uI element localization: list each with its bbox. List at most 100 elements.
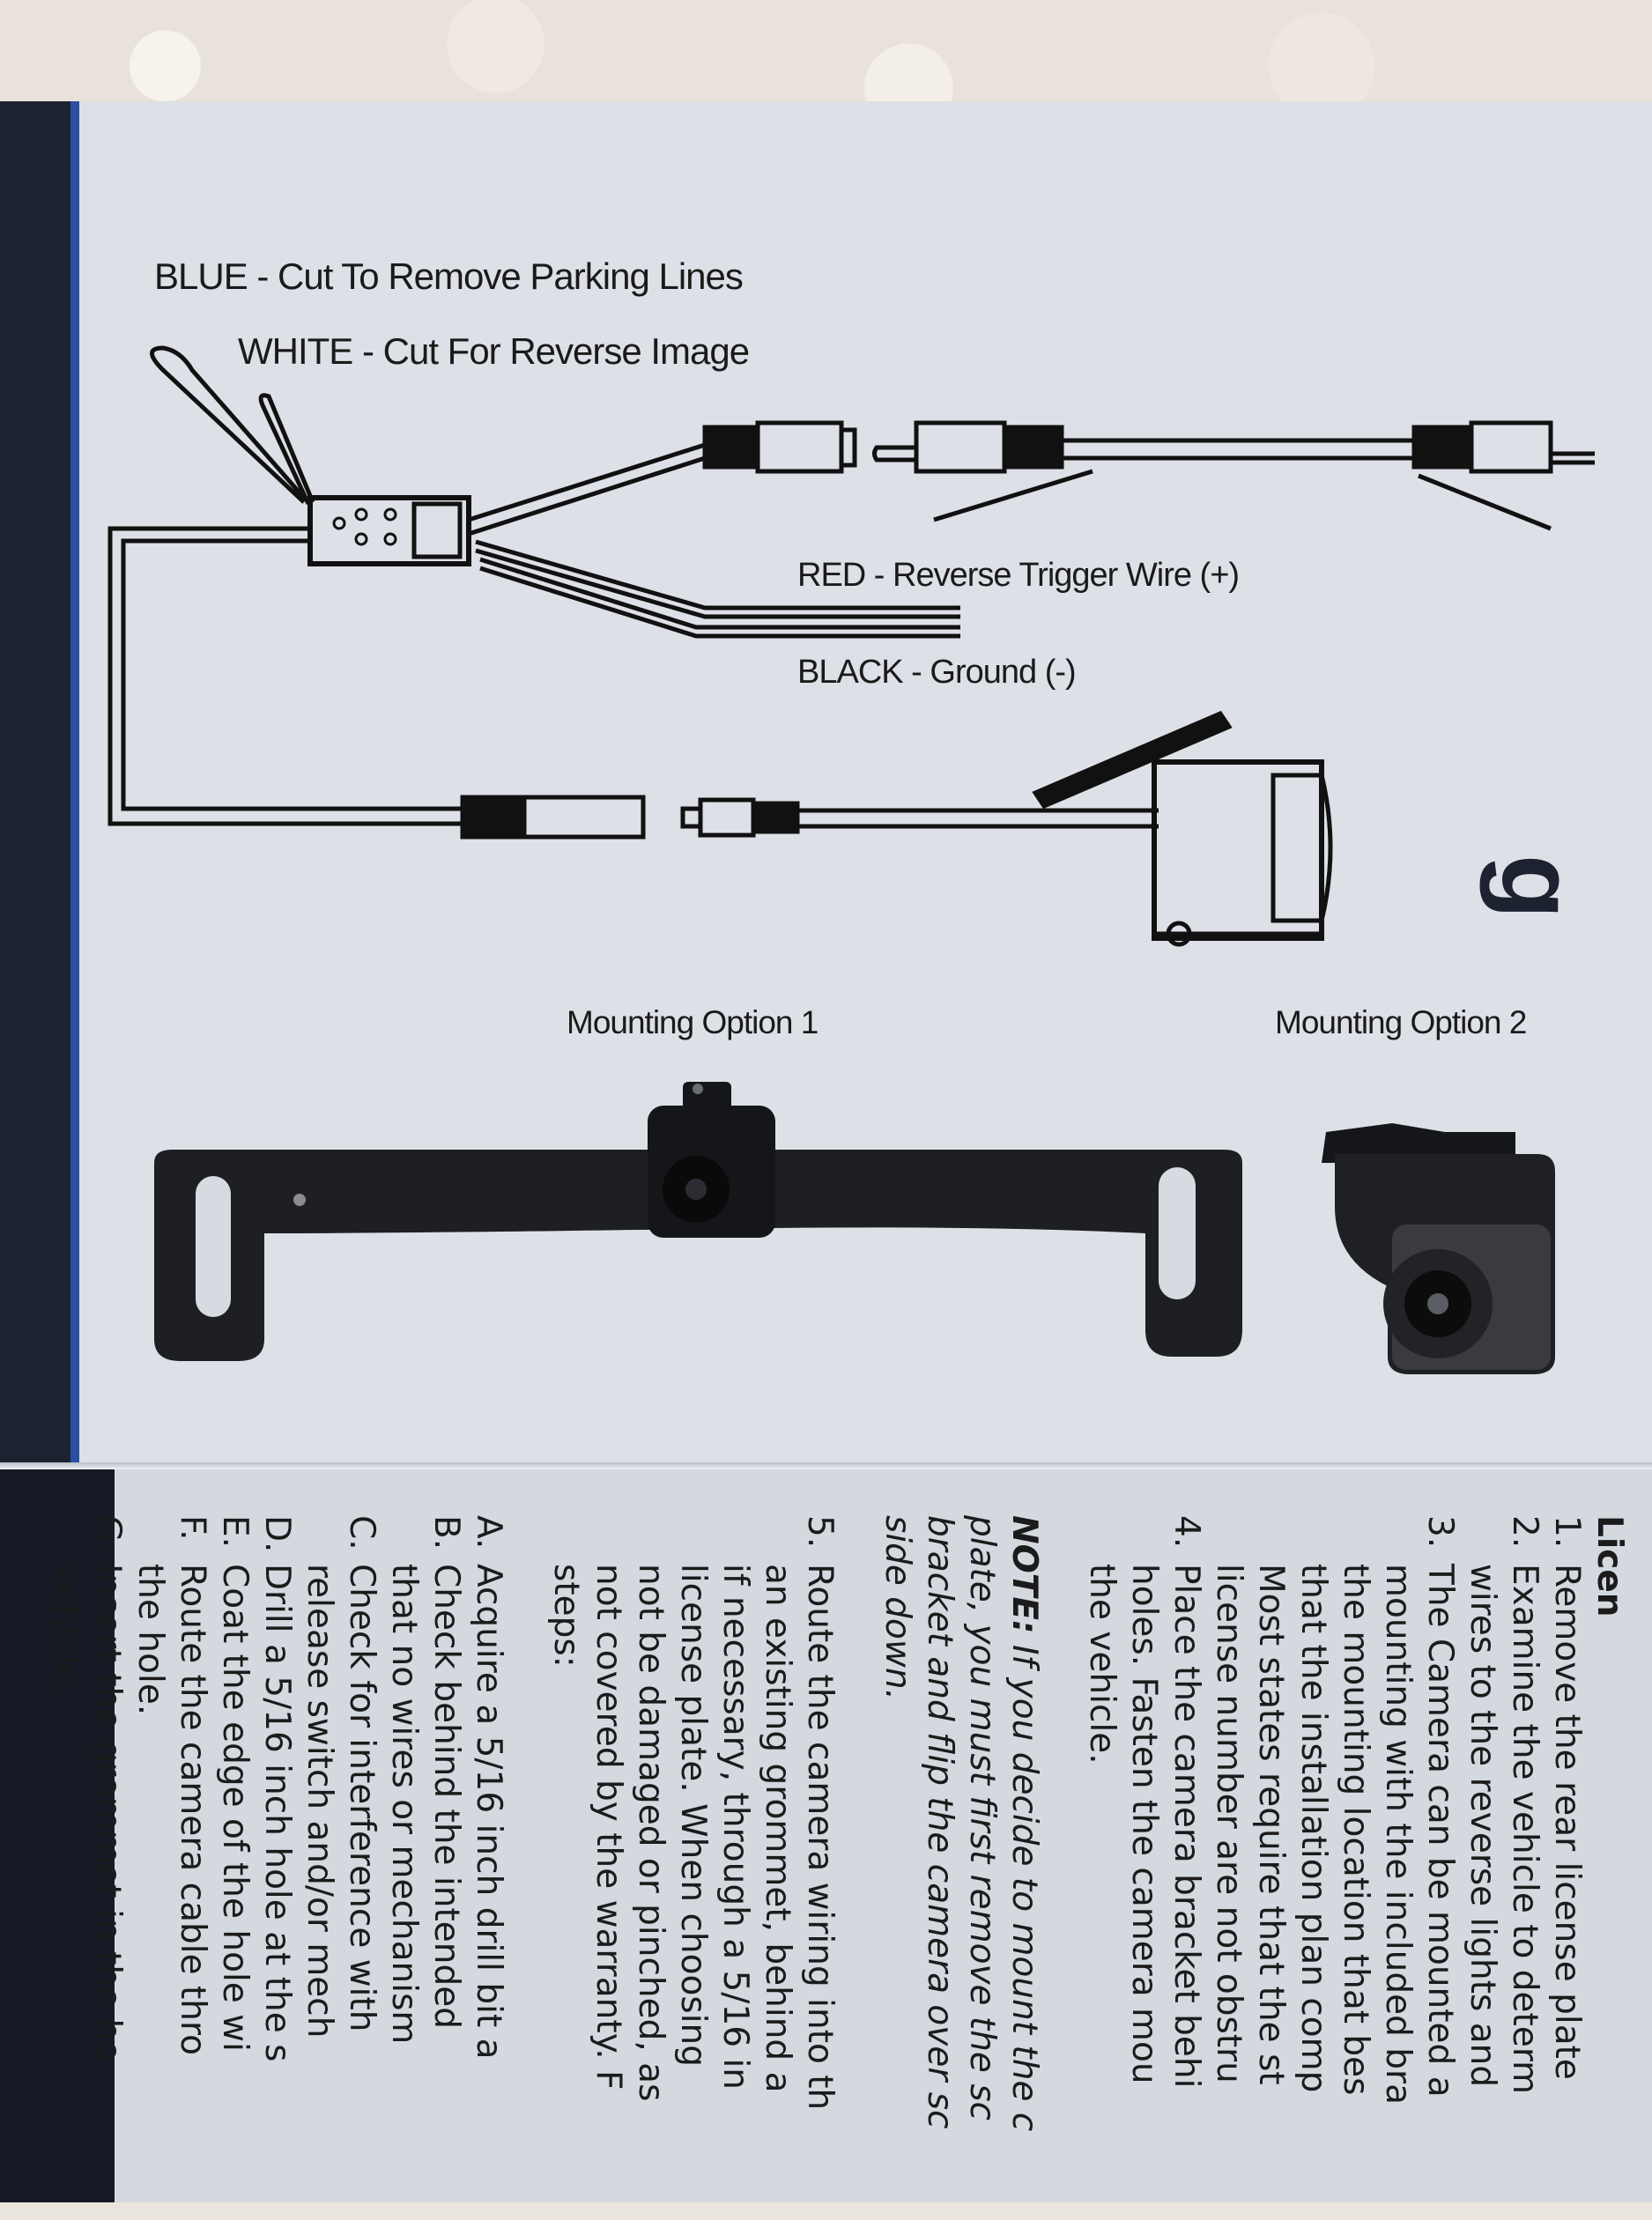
note-text: NOTE: If you decide to mount the c	[1003, 1515, 1045, 2220]
junction-box	[307, 495, 471, 566]
step-line: 4. Place the camera bracket behi	[1165, 1515, 1207, 2220]
step-line: Most states require that the st	[1249, 1515, 1292, 2220]
note-line-1: If you decide to mount the c	[1004, 1645, 1044, 2132]
step5-text: an existing grommet, behind a	[758, 1564, 797, 2093]
substep-line: B. Check behind the intended	[425, 1515, 467, 2220]
substep-text: Route the camera cable thro	[173, 1564, 212, 2056]
substep-line: G. Insert the grommet in the ho	[86, 1515, 129, 2220]
step-line: holes. Fasten the camera mou	[1122, 1515, 1165, 2220]
step-text: mounting with the included bra	[1378, 1564, 1418, 2105]
step-text: that the installation plan comp	[1293, 1564, 1333, 2093]
substep-text: that no wires or mechanism	[384, 1564, 424, 2045]
rca-extension-cable	[872, 420, 1595, 531]
step5-line: not be damaged or pinched, as	[629, 1515, 671, 2220]
substep-line: vehicle.	[44, 1515, 86, 2220]
substep-number: C.	[342, 1515, 382, 1550]
note-line-4: side down.	[878, 1515, 917, 1700]
step5-line: not covered by the warranty. F	[587, 1515, 629, 2220]
paper-fold-line	[0, 1462, 1652, 1469]
step5-text: steps:	[546, 1564, 586, 1668]
substep-text: Drill a 5/16 inch hole at the s	[257, 1564, 297, 2062]
substep-number: F.	[173, 1515, 212, 1541]
substep-text: Check behind the intended	[426, 1564, 466, 2030]
step-text: Examine the vehicle to determ	[1505, 1564, 1545, 2095]
video-cable	[468, 420, 857, 536]
step-number: 4.	[1167, 1515, 1206, 1549]
substep-text: Coat the edge of the hole wi	[215, 1564, 255, 2052]
substep-text: the hole.	[130, 1564, 170, 1716]
step-line: 2. Examine the vehicle to determ	[1503, 1515, 1545, 2220]
power-wires	[475, 539, 960, 639]
step-text: the mounting location that bes	[1336, 1564, 1375, 2096]
substep-text: release switch and/or mech	[300, 1564, 339, 2039]
substep-line: that no wires or mechanism	[382, 1515, 425, 2220]
mounting-option-2-label: Mounting Option 2	[1275, 1004, 1527, 1040]
page-blue-edge	[70, 101, 79, 1467]
substep-number: A.	[469, 1515, 508, 1550]
step-text: The Camera can be mounted a	[1420, 1564, 1460, 2098]
note-line-2: plate, you must first remove the sc	[962, 1515, 1002, 2121]
white-wire-label: WHITE - Cut For Reverse Image	[238, 330, 750, 372]
step5-line: an existing grommet, behind a	[756, 1515, 798, 2220]
step5-line: 5. Route the camera wiring into th	[798, 1515, 841, 2220]
camera-illustration	[1032, 710, 1333, 947]
step5-line: steps:	[544, 1515, 587, 2220]
step5-text: not covered by the warranty. F	[589, 1564, 628, 2090]
step-line: 3. The Camera can be mounted a	[1419, 1515, 1461, 2220]
standalone-camera	[1322, 1123, 1555, 1374]
substep-text: vehicle.	[46, 1564, 85, 1698]
section-heading: Licen	[1589, 1515, 1629, 1617]
step5-line: license plate. When choosing	[671, 1515, 714, 2220]
step-number: 2.	[1505, 1515, 1545, 1549]
step-text: Place the camera bracket behi	[1167, 1564, 1206, 2089]
step-text: Most states require that the st	[1251, 1564, 1291, 2085]
red-wire-label: RED - Reverse Trigger Wire (+)	[797, 557, 1240, 594]
mounting-option-1-label: Mounting Option 1	[567, 1004, 819, 1040]
step-line: the mounting location that bes	[1334, 1515, 1376, 2220]
step-line: wires to the reverse lights and	[1461, 1515, 1503, 2220]
substep-number: E.	[215, 1515, 255, 1549]
step5-line: if necessary, through a 5/16 in	[714, 1515, 756, 2220]
step-line: mounting with the included bra	[1376, 1515, 1419, 2220]
wiring-diagram	[107, 345, 1595, 1374]
step-line: 1. Remove the rear license plate	[1545, 1515, 1588, 2220]
substep-line: A. Acquire a 5/16 inch drill bit a	[467, 1515, 509, 2220]
substep-number: B.	[426, 1515, 466, 1550]
substep-line: release switch and/or mech	[298, 1515, 340, 2220]
substep-line: the hole.	[129, 1515, 171, 2220]
note-line-3: bracket and flip the camera over sc	[920, 1515, 959, 2129]
page-left-dark-band-lower	[0, 1467, 115, 2202]
step5-text: if necessary, through a 5/16 in	[715, 1564, 755, 2090]
substep-number: G.	[88, 1515, 128, 1553]
step-text: holes. Fasten the camera mou	[1124, 1564, 1164, 2084]
step5-text: not be damaged or pinched, as	[631, 1564, 670, 2102]
black-wire-label: BLACK - Ground (-)	[797, 654, 1077, 691]
step-line: license number are not obstru	[1207, 1515, 1249, 2220]
step-text: the vehicle.	[1082, 1564, 1122, 1765]
substep-line: C. Check for interference with	[340, 1515, 382, 2220]
blue-wire-label: BLUE - Cut To Remove Parking Lines	[154, 255, 744, 297]
substep-line: E. Coat the edge of the hole wi	[213, 1515, 256, 2220]
step5-text: Route the camera wiring into th	[800, 1564, 840, 2111]
substep-number: D.	[257, 1515, 297, 1553]
camera-cable	[107, 526, 1159, 840]
step-line: that the installation plan comp	[1292, 1515, 1334, 2220]
step-text: license number are not obstru	[1209, 1564, 1248, 2083]
substep-line: F. Route the camera cable thro	[171, 1515, 213, 2220]
substep-text: Check for interference with	[342, 1564, 382, 2032]
note-label: NOTE:	[1004, 1515, 1044, 1634]
step-number: 3.	[1420, 1515, 1460, 1549]
substep-text: Acquire a 5/16 inch drill bit a	[469, 1564, 508, 2060]
substep-text: Insert the grommet in the ho	[88, 1564, 128, 2062]
step-text: wires to the reverse lights and	[1463, 1564, 1502, 2088]
manual-page-lower	[0, 1467, 1652, 2202]
step5-number: 5.	[800, 1515, 840, 1549]
license-plate-bracket	[154, 1082, 1242, 1361]
step-text: Remove the rear license plate	[1547, 1564, 1587, 2080]
step-line: the vehicle.	[1080, 1515, 1122, 2220]
step-number: 1.	[1547, 1515, 1587, 1549]
step5-text: license plate. When choosing	[673, 1564, 713, 2068]
